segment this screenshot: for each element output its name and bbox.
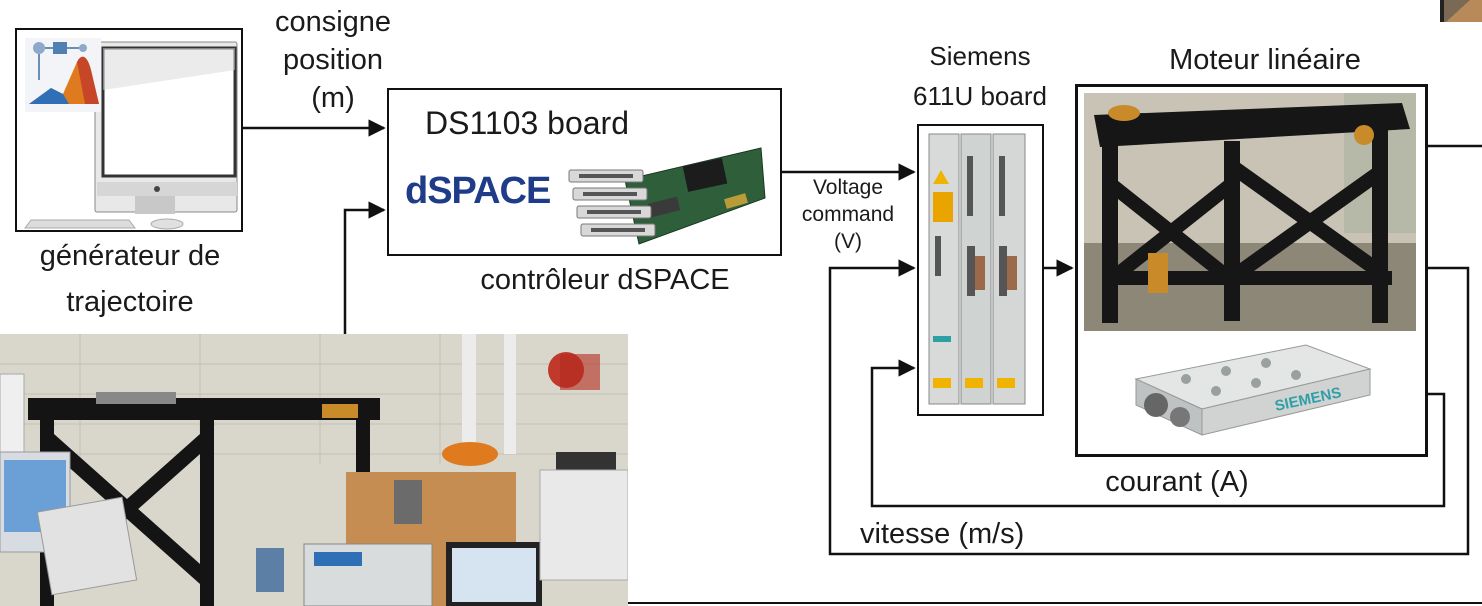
speed-feedback-loop	[830, 268, 1468, 554]
controller-feedback-arrow	[345, 210, 384, 334]
current-feedback-loop	[872, 368, 1444, 506]
